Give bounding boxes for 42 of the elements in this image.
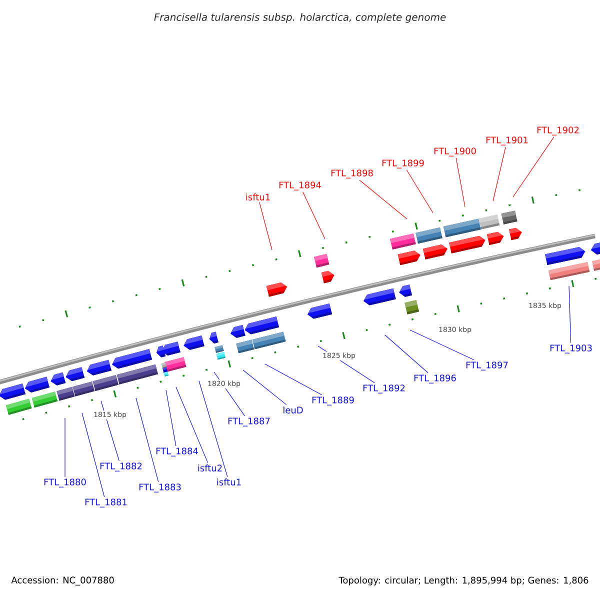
leader-line bbox=[359, 180, 408, 220]
gene-label: FTL_1881 bbox=[85, 498, 127, 508]
gene-label: isftu1 bbox=[246, 194, 270, 200]
gene-label: FTL_1896 bbox=[414, 374, 456, 384]
gene-label: FTL_1898 bbox=[331, 170, 373, 178]
leader-line bbox=[136, 398, 159, 482]
gene-label: FTL_1882 bbox=[100, 462, 142, 472]
gene-label: FTL_1889 bbox=[312, 396, 354, 406]
leader-line bbox=[198, 380, 228, 478]
leader-line bbox=[410, 330, 474, 360]
leader-line bbox=[568, 286, 572, 344]
leader-line bbox=[176, 386, 208, 464]
leader-line bbox=[302, 192, 326, 240]
gene-label: isftu1 bbox=[217, 478, 241, 486]
leader-line bbox=[456, 158, 466, 208]
gene-label: isftu2 bbox=[198, 464, 222, 472]
leader-line bbox=[82, 412, 105, 498]
gene-label: leuD bbox=[284, 406, 303, 414]
gene-label: FTL_1897 bbox=[466, 362, 508, 370]
leader-line bbox=[512, 136, 554, 198]
gene-label: FTL_1900 bbox=[434, 148, 476, 156]
gene-label: FTL_1892 bbox=[363, 384, 405, 394]
leader-line bbox=[264, 364, 322, 396]
gene-label: FTL_1884 bbox=[156, 448, 198, 456]
leader-line bbox=[64, 418, 66, 478]
leader-line bbox=[406, 170, 434, 214]
gene-label: FTL_1899 bbox=[382, 160, 424, 168]
gene-label: FTL_1903 bbox=[550, 344, 592, 354]
gene-label: FTL_1894 bbox=[279, 182, 321, 190]
gene-label: FTL_1901 bbox=[486, 136, 528, 146]
gene-label: FTL_1887 bbox=[228, 418, 270, 426]
leader-line bbox=[259, 202, 272, 250]
leader-line bbox=[166, 390, 176, 446]
leader-line bbox=[242, 370, 287, 406]
footer-text: Topology: circular; Length: 1,895,994 bp; Genes: 1,806 bbox=[338, 576, 588, 586]
gene-label: FTL_1880 bbox=[44, 478, 86, 488]
leader-line bbox=[384, 334, 428, 374]
leader-line bbox=[492, 146, 506, 202]
gene-label: FTL_1883 bbox=[139, 484, 181, 492]
footer-text: Accession: NC_007880 bbox=[11, 576, 114, 586]
title: Francisella tularensis subsp. holarctica, complete genome bbox=[154, 13, 446, 23]
gene-label: FTL_1902 bbox=[537, 126, 579, 136]
